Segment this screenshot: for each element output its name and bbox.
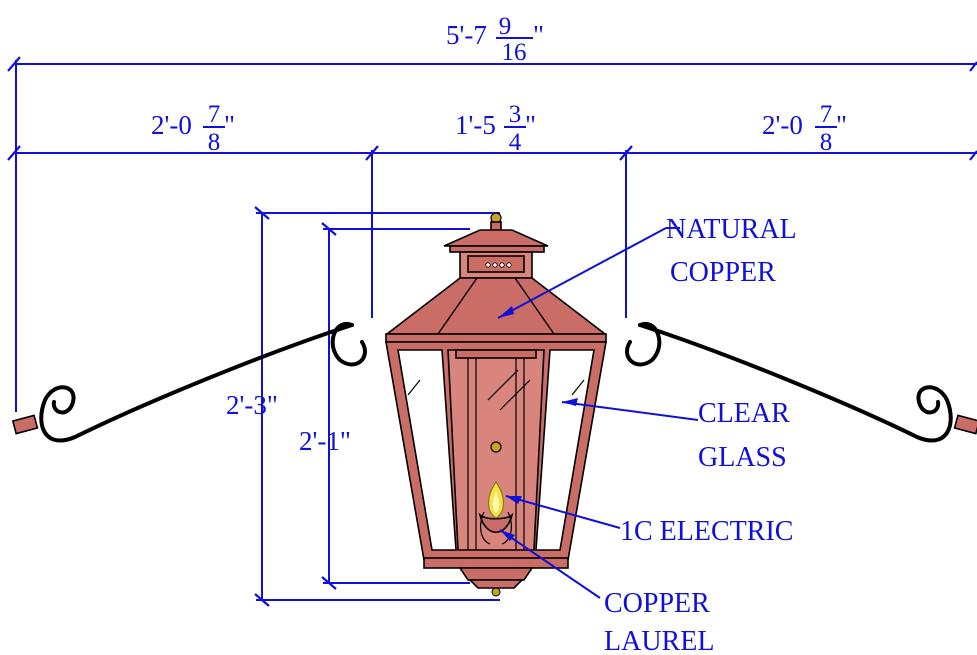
dimension-right-arm: 2'-0 7 8 " xyxy=(762,101,847,156)
right-arm-denominator: 8 xyxy=(820,129,833,156)
dimension-lines xyxy=(7,56,977,607)
left-scroll-arm xyxy=(11,321,367,443)
overall-height-label: 2'-3" xyxy=(226,390,278,420)
callout-natural-copper: NATURAL COPPER xyxy=(497,214,797,319)
right-arm-whole: 2'-0 xyxy=(762,110,803,140)
dimension-left-arm: 2'-0 7 8 " xyxy=(151,101,235,156)
clear-glass-line1: CLEAR xyxy=(698,398,790,429)
dimension-lantern-width: 1'-5 3 4 " xyxy=(455,101,536,156)
lantern-width-unit: " xyxy=(525,110,536,140)
left-arm-unit: " xyxy=(224,110,235,140)
left-arm-denominator: 8 xyxy=(208,129,221,156)
body-height-label: 2'-1" xyxy=(299,426,351,456)
left-arm-whole: 2'-0 xyxy=(151,110,192,140)
copper-laurel-line2: LAUREL xyxy=(604,626,714,655)
callout-copper-laurel: COPPER LAUREL xyxy=(499,529,714,655)
right-arm-numerator: 7 xyxy=(820,101,833,128)
natural-copper-line2: COPPER xyxy=(670,257,776,288)
natural-copper-line1: NATURAL xyxy=(666,214,797,245)
copper-laurel-line1: COPPER xyxy=(604,588,710,619)
lantern-width-denominator: 4 xyxy=(509,129,522,156)
overall-width-whole: 5'-7 xyxy=(446,20,487,50)
electric-label: 1C ELECTRIC xyxy=(620,516,793,547)
callout-electric: 1C ELECTRIC xyxy=(505,495,793,547)
right-arm-unit: " xyxy=(836,110,847,140)
lantern-width-numerator: 3 xyxy=(509,101,522,128)
overall-width-unit: " xyxy=(533,20,544,50)
lantern-width-whole: 1'-5 xyxy=(455,110,496,140)
callout-clear-glass: CLEAR GLASS xyxy=(561,398,790,473)
overall-width-denominator: 16 xyxy=(502,39,527,66)
right-scroll-arm xyxy=(625,321,977,443)
clear-glass-line2: GLASS xyxy=(698,442,787,473)
dimension-overall-width: 5'-7 9 16 " xyxy=(446,13,544,66)
overall-width-numerator: 9 xyxy=(499,13,512,40)
left-arm-numerator: 7 xyxy=(208,101,221,128)
lantern xyxy=(384,212,608,597)
